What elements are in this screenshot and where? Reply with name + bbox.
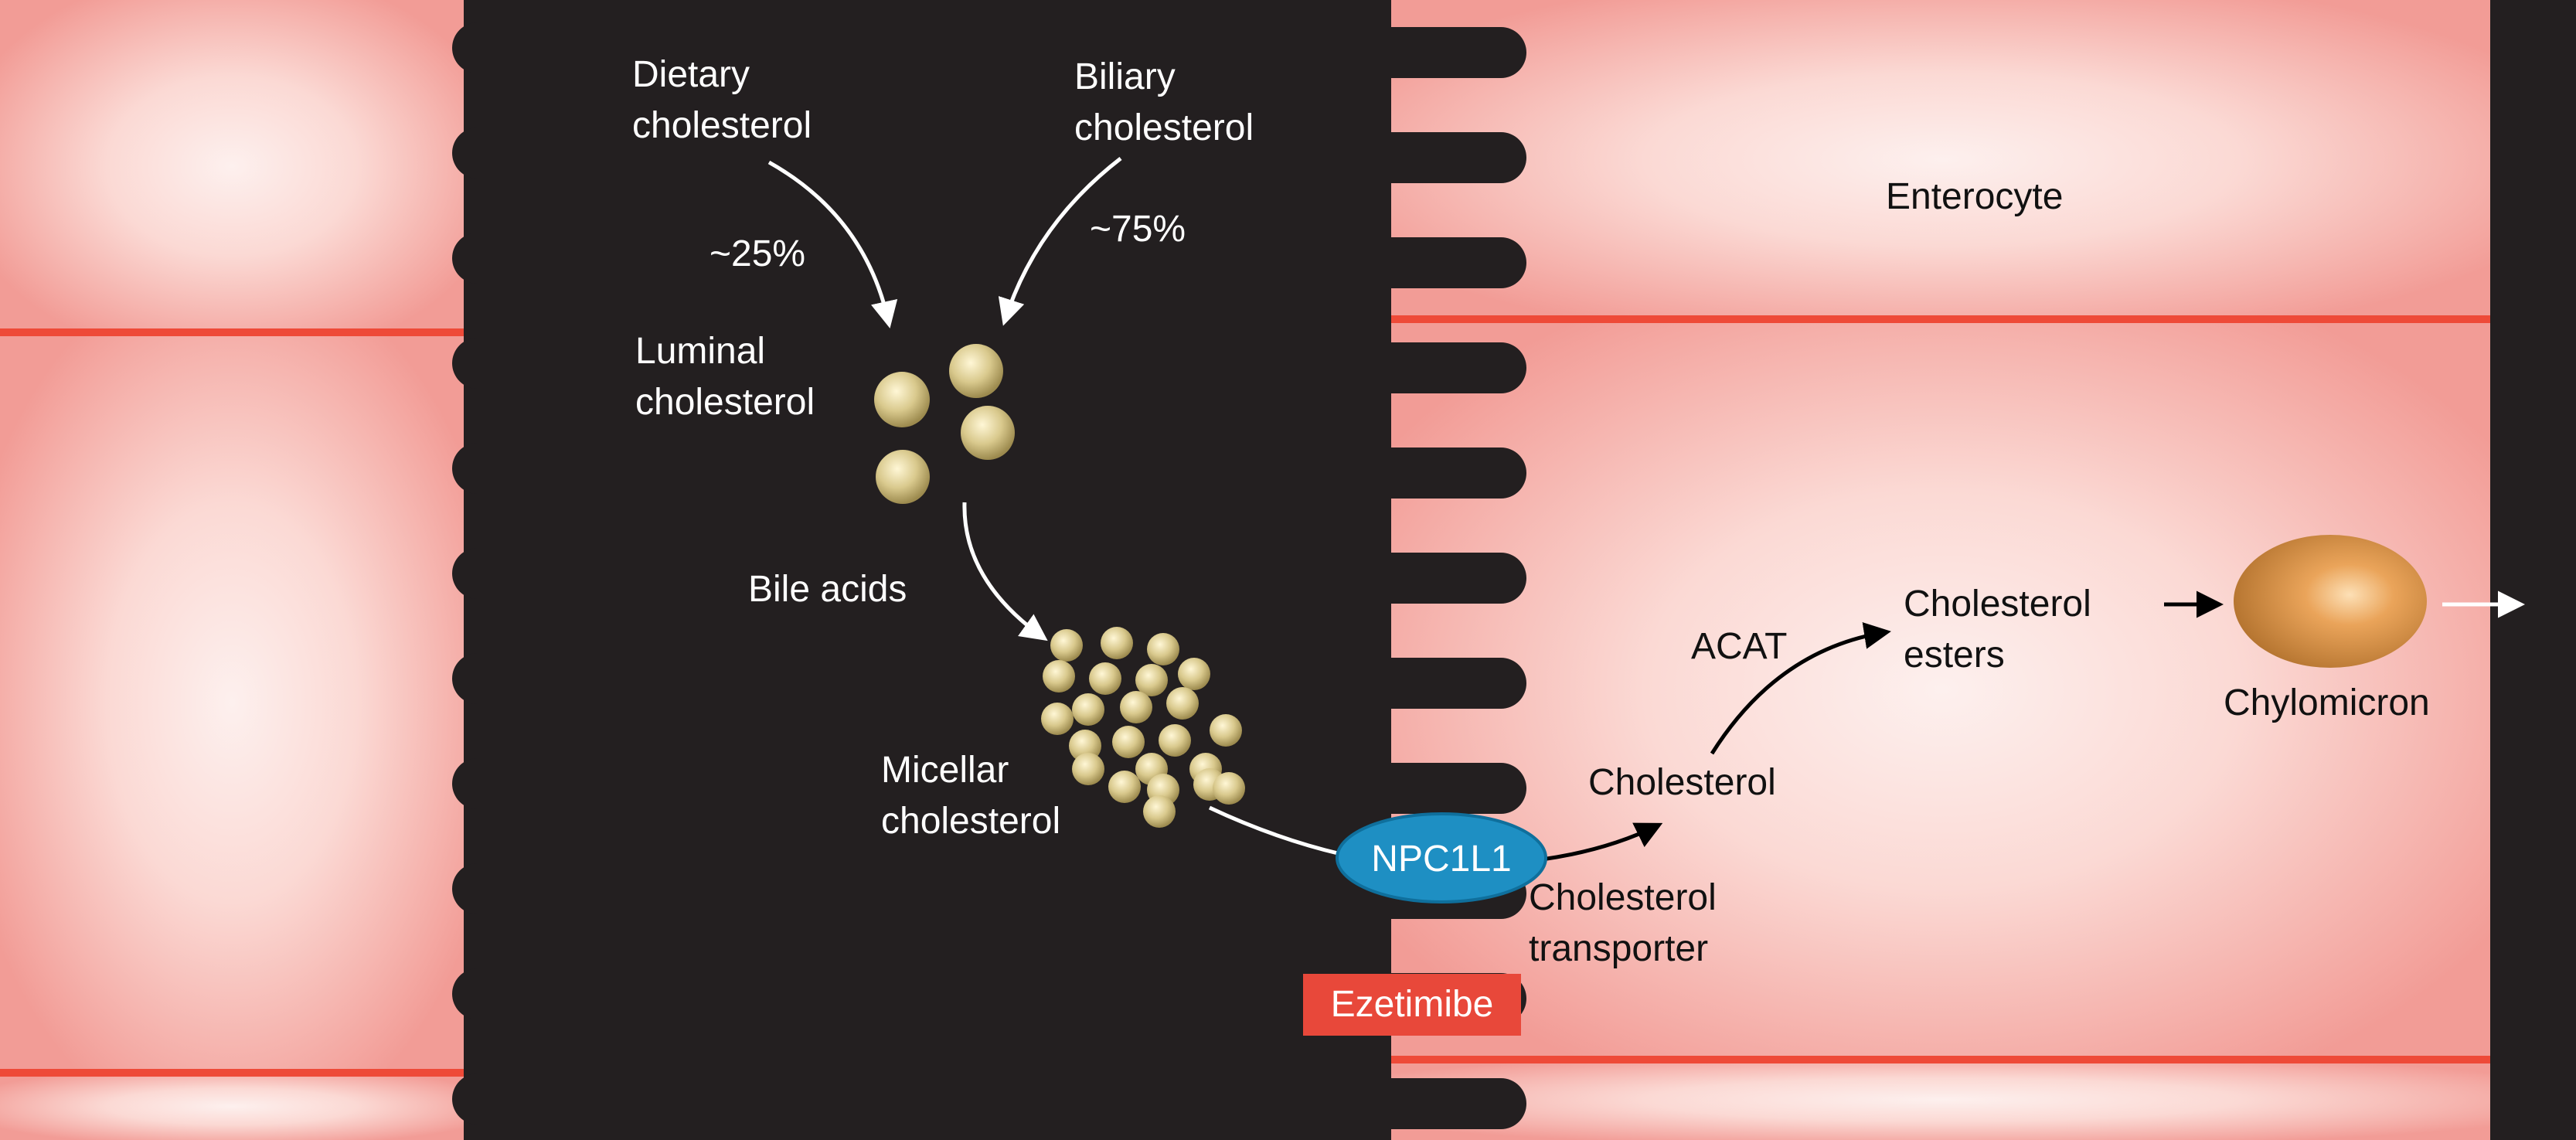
cholesterol-esters-label-2: esters (1904, 635, 2005, 675)
micelle-particle (1213, 772, 1245, 805)
ezetimibe-box (1303, 974, 1521, 1036)
micelle-particle (1143, 795, 1176, 828)
arrow-micelle-to-npc1l1 (1208, 805, 1342, 856)
arrow-acat (1710, 622, 1891, 755)
cholesterol-transporter-label-2: transporter (1529, 928, 1708, 969)
right-cell-1 (1391, 0, 2493, 319)
micelle-particle (1166, 687, 1199, 720)
acat-label: ACAT (1691, 626, 1787, 667)
left-cell-1 (0, 0, 464, 332)
right-epithelium (1391, 0, 2576, 1140)
npc1l1-transporter (1336, 812, 1547, 903)
biliary-percentage: ~75% (1090, 209, 1186, 250)
micelle-particle (1210, 714, 1242, 747)
particle (876, 450, 930, 504)
left-cell-2 (0, 332, 464, 1073)
biliary-cholesterol-label-2: cholesterol (1074, 107, 1254, 148)
enterocyte-labels: Enterocyte Cholesterol Cholesterol trans… (1529, 176, 2430, 969)
micelle-particle (1050, 629, 1083, 662)
dietary-cholesterol-label-1: Dietary (632, 54, 750, 95)
micelle-particle (1147, 633, 1179, 665)
particle (961, 406, 1015, 460)
micelle-particle (1089, 662, 1121, 695)
right-cell-border-2 (1391, 1056, 2493, 1063)
biliary-cholesterol-label-1: Biliary (1074, 56, 1176, 97)
basolateral-edge (2490, 0, 2576, 1140)
chylomicron-label: Chylomicron (2224, 682, 2430, 723)
npc1l1-label: NPC1L1 (1371, 839, 1511, 880)
ezetimibe-label: Ezetimibe (1331, 984, 1494, 1025)
luminal-cholesterol-label-1: Luminal (635, 331, 765, 372)
micelle-particle (1072, 753, 1104, 785)
micelle-particle (1041, 703, 1074, 735)
micelle-cluster (1041, 627, 1245, 828)
micelle-particle (1120, 691, 1152, 723)
cholesterol-esters-label-1: Cholesterol (1904, 584, 2091, 624)
intestinal-lumen (452, 0, 1526, 1140)
luminal-cholesterol-label-2: cholesterol (635, 382, 815, 423)
left-epithelium (0, 0, 464, 1140)
bile-acids-label: Bile acids (748, 569, 907, 610)
micelle-particle (1101, 627, 1133, 659)
lumen-labels: Dietary cholesterol Biliary cholesterol … (632, 54, 1254, 842)
micelle-particle (1072, 693, 1104, 726)
arrow-biliary (998, 157, 1122, 326)
right-cell-3 (1391, 1060, 2493, 1140)
cholesterol-transporter-label-1: Cholesterol (1529, 877, 1717, 918)
right-cell-border-1 (1391, 315, 2493, 323)
micelle-particle (1159, 724, 1191, 757)
arrow-bile-acids (962, 502, 1048, 641)
micellar-cholesterol-label-1: Micellar (881, 750, 1009, 791)
micelle-particle (1178, 658, 1210, 690)
right-cell-2 (1391, 319, 2493, 1060)
cholesterol-label: Cholesterol (1588, 762, 1776, 803)
dietary-percentage: ~25% (710, 233, 805, 274)
micelle-particle (1135, 664, 1168, 696)
left-cell-3 (0, 1073, 464, 1140)
particle (949, 344, 1003, 398)
arrow-npc1l1-to-cholesterol (1541, 822, 1663, 862)
micelle-particle (1043, 660, 1075, 693)
dietary-cholesterol-label-2: cholesterol (632, 105, 812, 146)
enterocyte-label: Enterocyte (1886, 176, 2063, 217)
micelle-particle (1112, 726, 1145, 758)
arrow-dietary (767, 160, 898, 328)
micelle-particle (1108, 771, 1141, 803)
particle (874, 372, 930, 427)
micellar-cholesterol-label-2: cholesterol (881, 801, 1060, 842)
left-cell-border-1 (0, 328, 464, 336)
luminal-cholesterol-particles (874, 344, 1015, 504)
left-cell-border-2 (0, 1069, 464, 1077)
chylomicron-particle (2234, 535, 2427, 668)
